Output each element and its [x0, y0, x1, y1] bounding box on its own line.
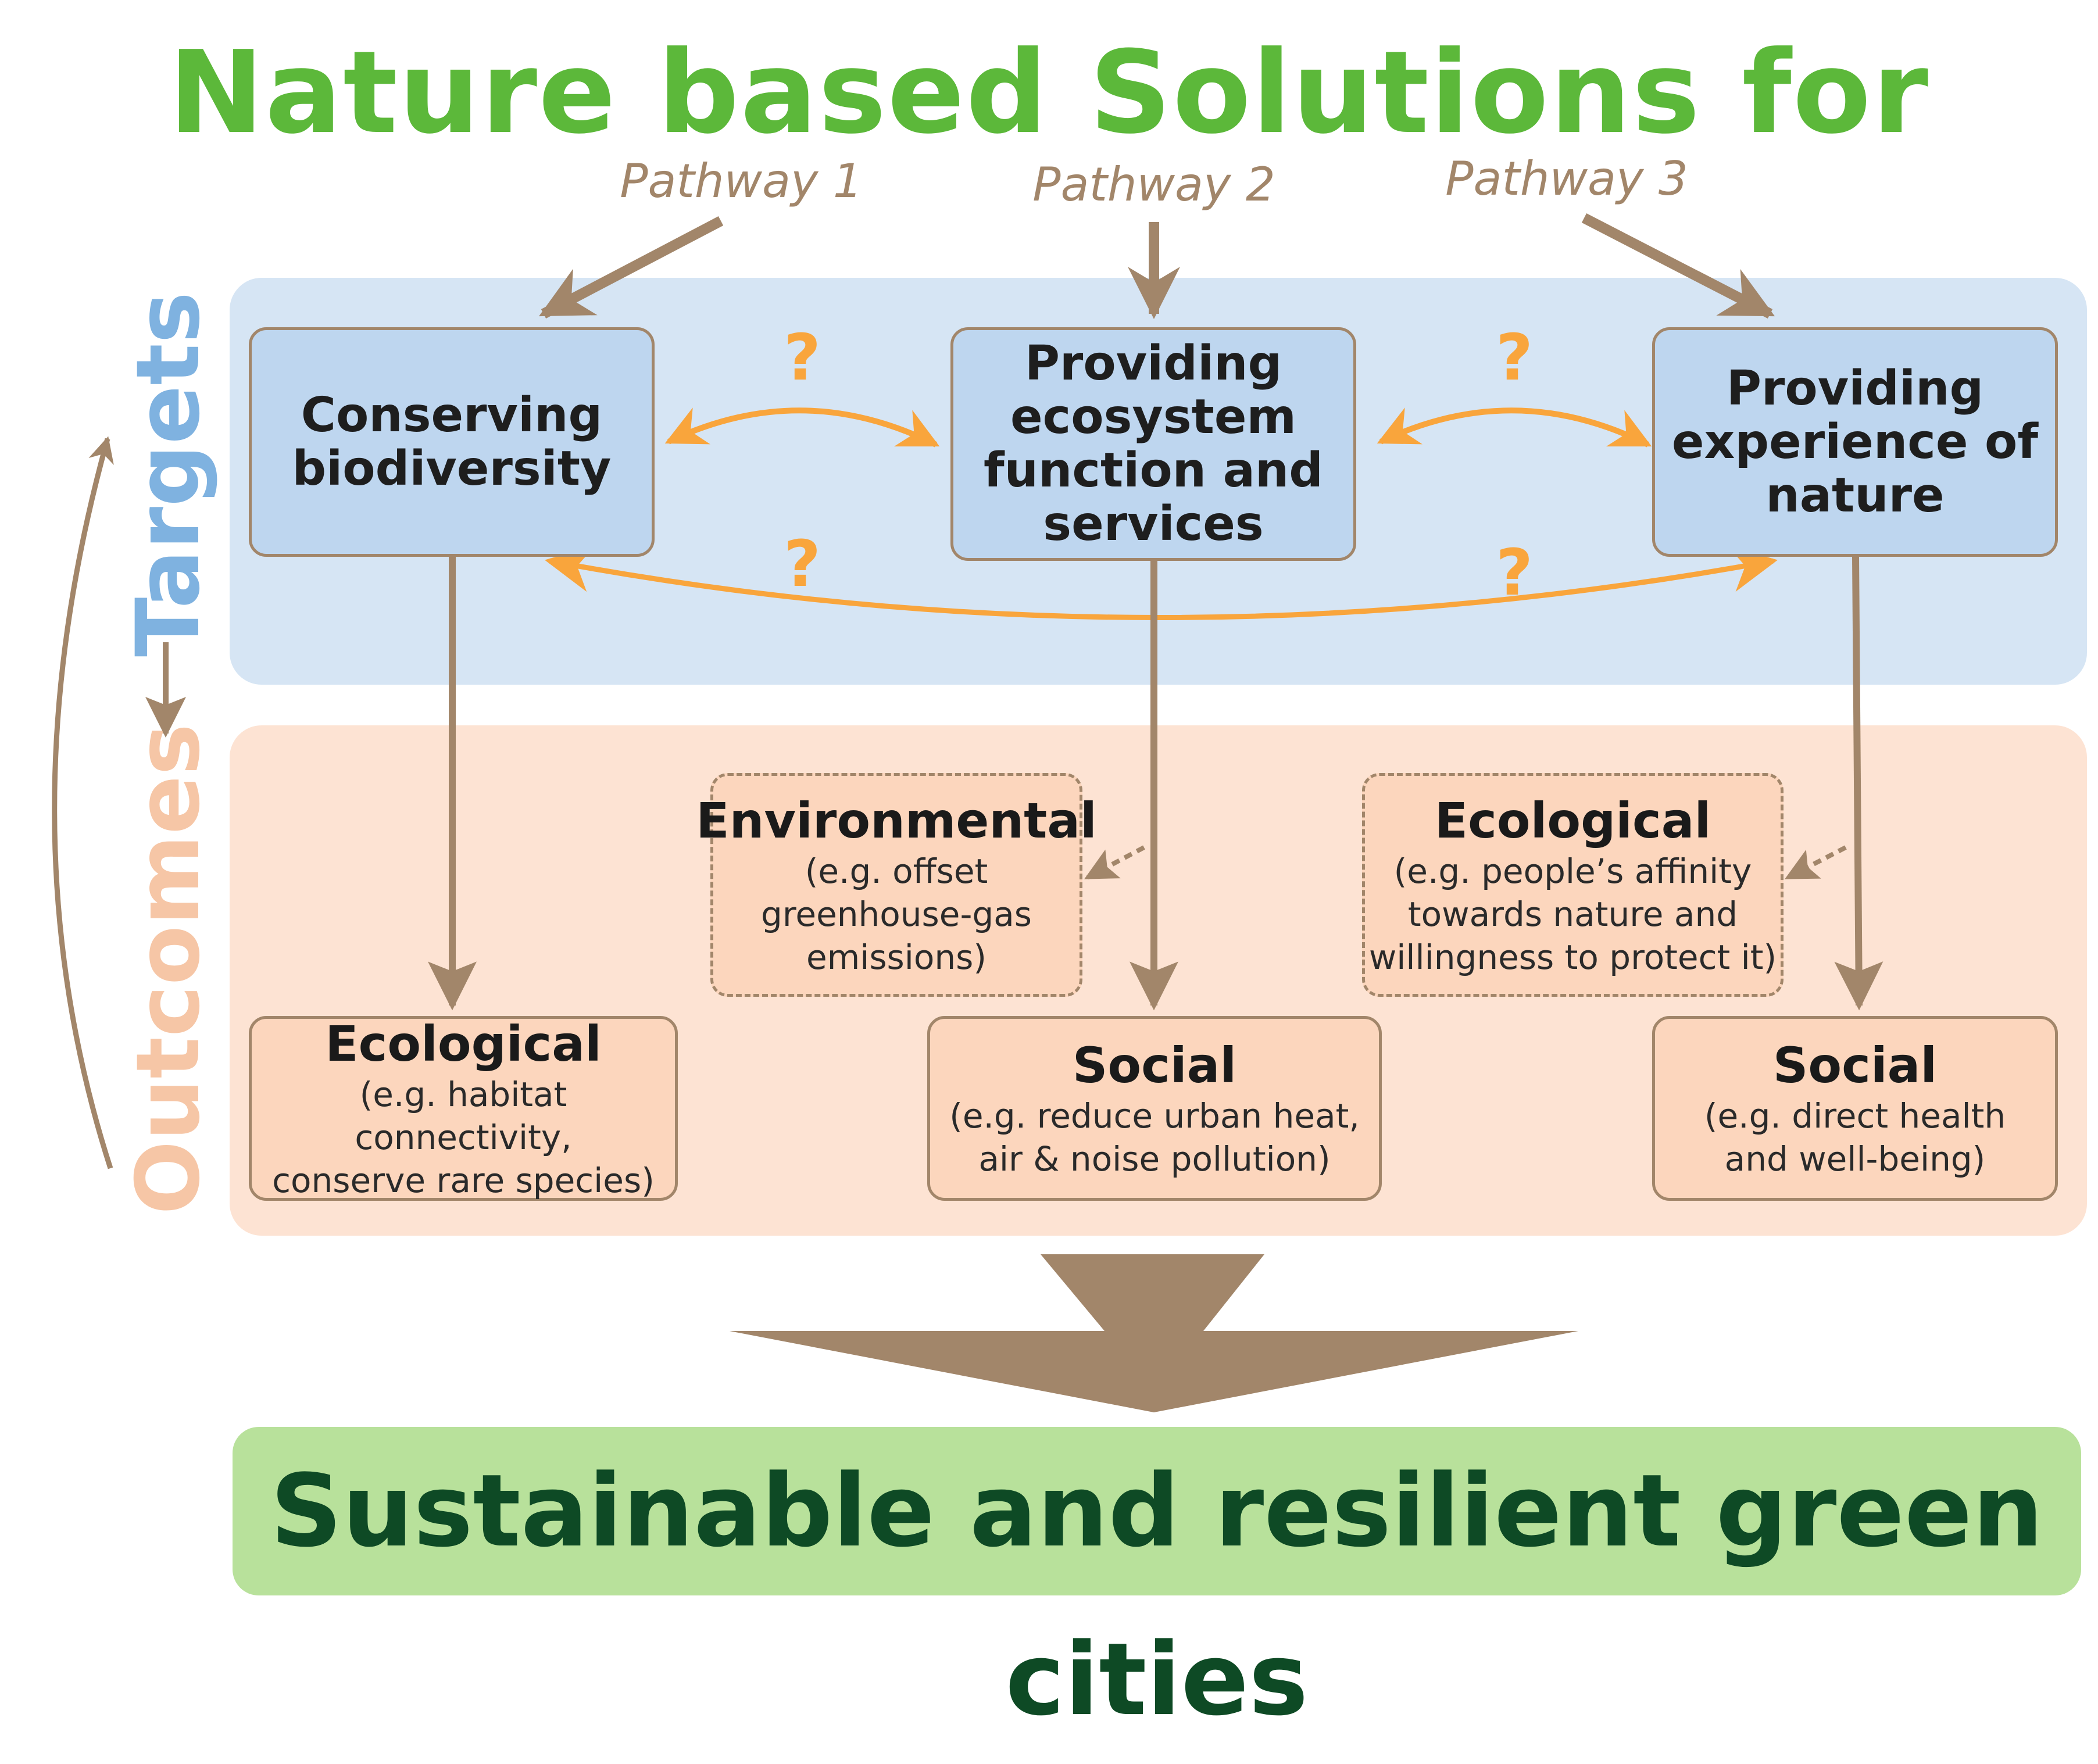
question-mark-1-3-left: ? [784, 527, 821, 601]
intermediate-outcome-ecological-desc: (e.g. people’s affinity towards nature a… [1368, 851, 1777, 977]
target-experience-of-nature-label: Providing experience of nature [1671, 360, 2039, 523]
goal-text: Sustainable and resilient green cities [270, 1452, 2044, 1738]
question-mark-1-2: ? [784, 320, 821, 395]
pathway-3-label: Pathway 3 [1445, 152, 1688, 206]
outcome-social-health: Social (e.g. direct health and well-bein… [1652, 1016, 2058, 1201]
target-ecosystem-services: Providing ecosystem function and service… [950, 327, 1356, 561]
connector-arrows [52, 213, 1883, 1412]
feedback-arrow [52, 436, 114, 1169]
pathway-1-arrow [539, 216, 724, 319]
intermediate-outcome-environmental: Environmental (e.g. offset greenhouse-ga… [696, 773, 1097, 997]
intermediate-outcome-ecological: Ecological (e.g. people’s affinity towar… [1362, 773, 1784, 997]
outcome-social-urban-desc: (e.g. reduce urban heat, air & noise pol… [949, 1096, 1360, 1179]
target-conserving-biodiversity-label: Conserving biodiversity [292, 387, 612, 496]
outcome-ecological-title: Ecological [325, 1015, 602, 1072]
target-experience-of-nature: Providing experience of nature [1652, 327, 2058, 557]
target-ecosystem-services-label: Providing ecosystem function and service… [983, 336, 1323, 552]
outcome-social-urban: Social (e.g. reduce urban heat, air & no… [927, 1016, 1382, 1201]
goal-panel [233, 1427, 2081, 1595]
outcome-social-health-desc: (e.g. direct health and well-being) [1704, 1096, 2006, 1179]
outcome-ecological: Ecological (e.g. habitat connectivity, c… [249, 1015, 678, 1201]
outcome-social-health-title: Social [1772, 1037, 1938, 1094]
pathway-3-arrow [1581, 213, 1775, 319]
main-title: Nature based Solutions for [168, 27, 1930, 159]
outcome-social-urban-title: Social [1072, 1037, 1237, 1094]
orange-arrow-1-2 [664, 407, 940, 448]
intermediate-outcome-ecological-title: Ecological [1434, 792, 1711, 849]
orange-arrow-2-3 [1377, 407, 1652, 448]
pathway-1-label: Pathway 1 [620, 154, 863, 208]
question-mark-2-3: ? [1496, 320, 1533, 395]
orange-arrow-1-3 [545, 545, 1778, 620]
dashed-arrow-to-ecological-mid [1785, 845, 1847, 880]
diagram: Nature based Solutions for Pathway 1 Pat… [52, 27, 2087, 1738]
target-conserving-biodiversity: Conserving biodiversity [249, 327, 655, 557]
question-mark-1-3-right: ? [1496, 535, 1533, 610]
outcome-ecological-desc: (e.g. habitat connectivity, conserve rar… [272, 1075, 655, 1200]
funnel-arrow [730, 1254, 1578, 1412]
pathway-2-label: Pathway 2 [1032, 158, 1275, 212]
arrow-experience-to-social [1834, 556, 1883, 1011]
intermediate-outcome-environmental-desc: (e.g. offset greenhouse-gas emissions) [761, 851, 1032, 977]
intermediate-outcome-environmental-title: Environmental [696, 792, 1097, 849]
dashed-arrow-to-environmental [1084, 845, 1145, 880]
